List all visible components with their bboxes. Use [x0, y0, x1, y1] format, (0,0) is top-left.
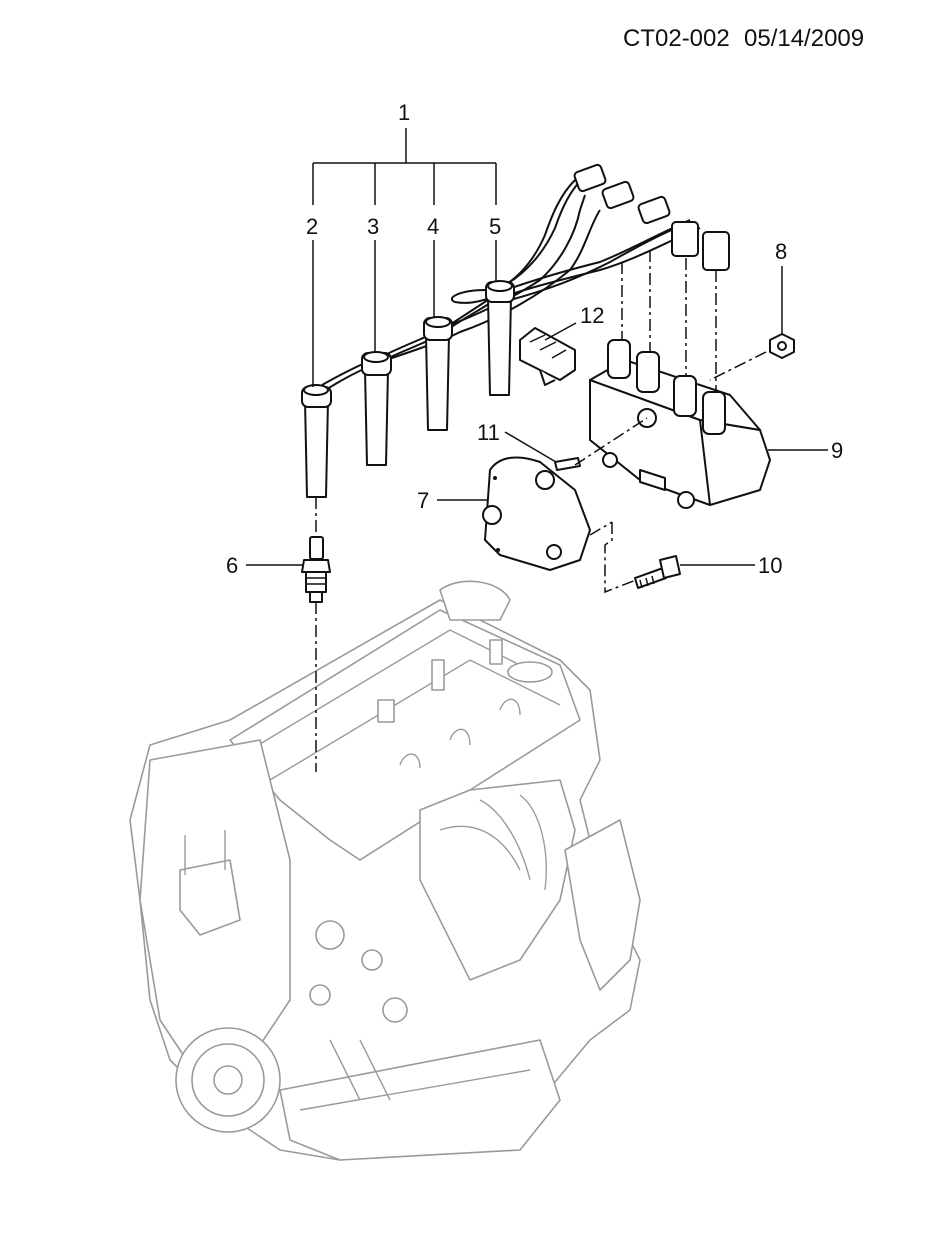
- callout-6: 6: [226, 553, 238, 578]
- callout-5: 5: [489, 214, 501, 239]
- callout-11: 11: [477, 420, 500, 445]
- plug-boot-5: [485, 280, 515, 396]
- callout-9: 9: [831, 438, 843, 463]
- coil-bracket-7: [482, 456, 591, 571]
- leader-lines: [246, 240, 828, 566]
- callout-1: 1: [398, 100, 410, 125]
- callout-labels: 1 2 3 4 5 6 7 8 9 10 11 12: [226, 100, 843, 578]
- bolt-10: [634, 555, 681, 589]
- spark-plug-6: [301, 536, 331, 603]
- callout-12: 12: [580, 303, 604, 328]
- callout-8: 8: [775, 239, 787, 264]
- callout-7: 7: [417, 488, 429, 513]
- ignition-coil-9: [589, 339, 771, 509]
- plug-boot-2: [301, 384, 332, 498]
- plug-boot-4: [423, 316, 453, 431]
- alignment-lines: [315, 250, 767, 772]
- wire-clip-12: [519, 327, 576, 386]
- callout-2: 2: [306, 214, 318, 239]
- callout-10: 10: [758, 553, 782, 578]
- nut-8: [769, 333, 795, 359]
- callout-4: 4: [427, 214, 439, 239]
- diagram-code: CT02-002: [623, 25, 730, 52]
- diagram-date: 05/14/2009: [744, 25, 864, 52]
- engine-block: [129, 580, 641, 1161]
- stud-11: [554, 457, 581, 471]
- plug-boot-3: [361, 351, 392, 466]
- callout-1-bracket: [312, 128, 497, 205]
- callout-3: 3: [367, 214, 379, 239]
